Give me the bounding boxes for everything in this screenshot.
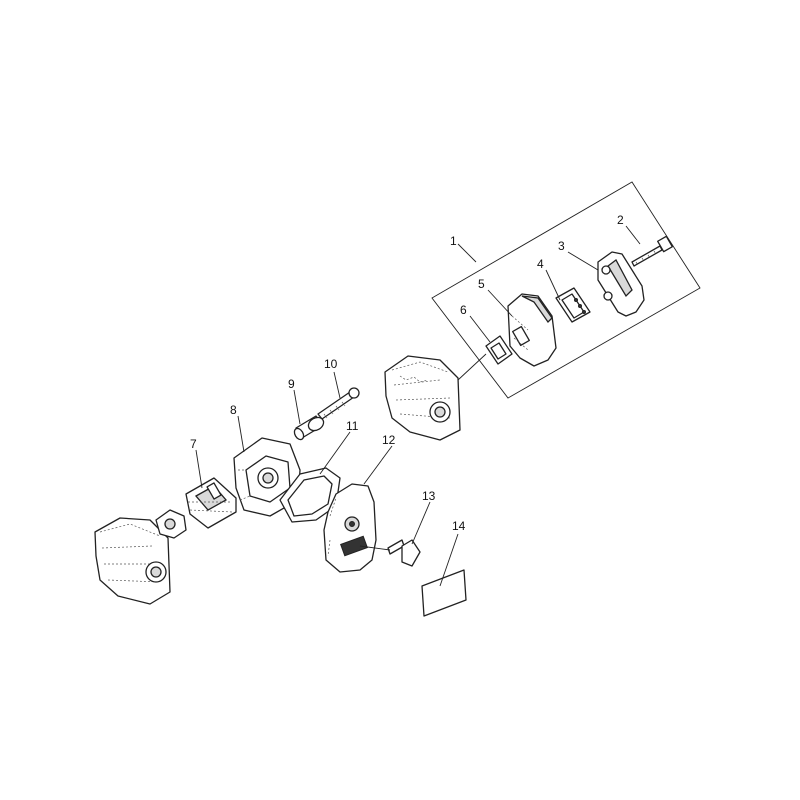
part-4-screen — [555, 287, 591, 323]
callout-10: 10 — [324, 357, 338, 371]
callout-3: 3 — [558, 239, 565, 253]
kit-frame — [431, 181, 701, 399]
assembly-line-b — [359, 545, 391, 551]
part-6-gasket — [485, 335, 513, 365]
callout-9: 9 — [288, 377, 295, 391]
callout-1: 1 — [450, 234, 457, 248]
callout-6: 6 — [460, 303, 467, 317]
callout-14: 14 — [452, 519, 466, 533]
part-9-tube — [293, 415, 325, 441]
callout-11: 11 — [346, 419, 359, 433]
part-7-carburetor — [185, 477, 237, 529]
small-fitting — [155, 509, 187, 539]
part-3-cover-plate — [597, 251, 645, 317]
callout-2: 2 — [617, 213, 624, 227]
engine-cylinder-lower — [94, 517, 171, 605]
part-12-filter-cover — [323, 483, 377, 573]
part-2-bolt — [631, 235, 673, 267]
part-5-muffler-body — [507, 293, 557, 367]
callout-12: 12 — [382, 433, 396, 447]
part-11-gasket — [279, 467, 341, 523]
engine-cylinder-upper — [384, 355, 461, 441]
callout-8: 8 — [230, 403, 237, 417]
part-14-label — [421, 569, 467, 617]
assembly-line-a — [457, 353, 487, 381]
callout-4: 4 — [537, 257, 544, 271]
callout-7: 7 — [190, 437, 197, 451]
leader-lines — [195, 225, 641, 587]
part-13-knob — [387, 539, 421, 567]
callout-13: 13 — [422, 489, 436, 503]
callout-5: 5 — [478, 277, 485, 291]
